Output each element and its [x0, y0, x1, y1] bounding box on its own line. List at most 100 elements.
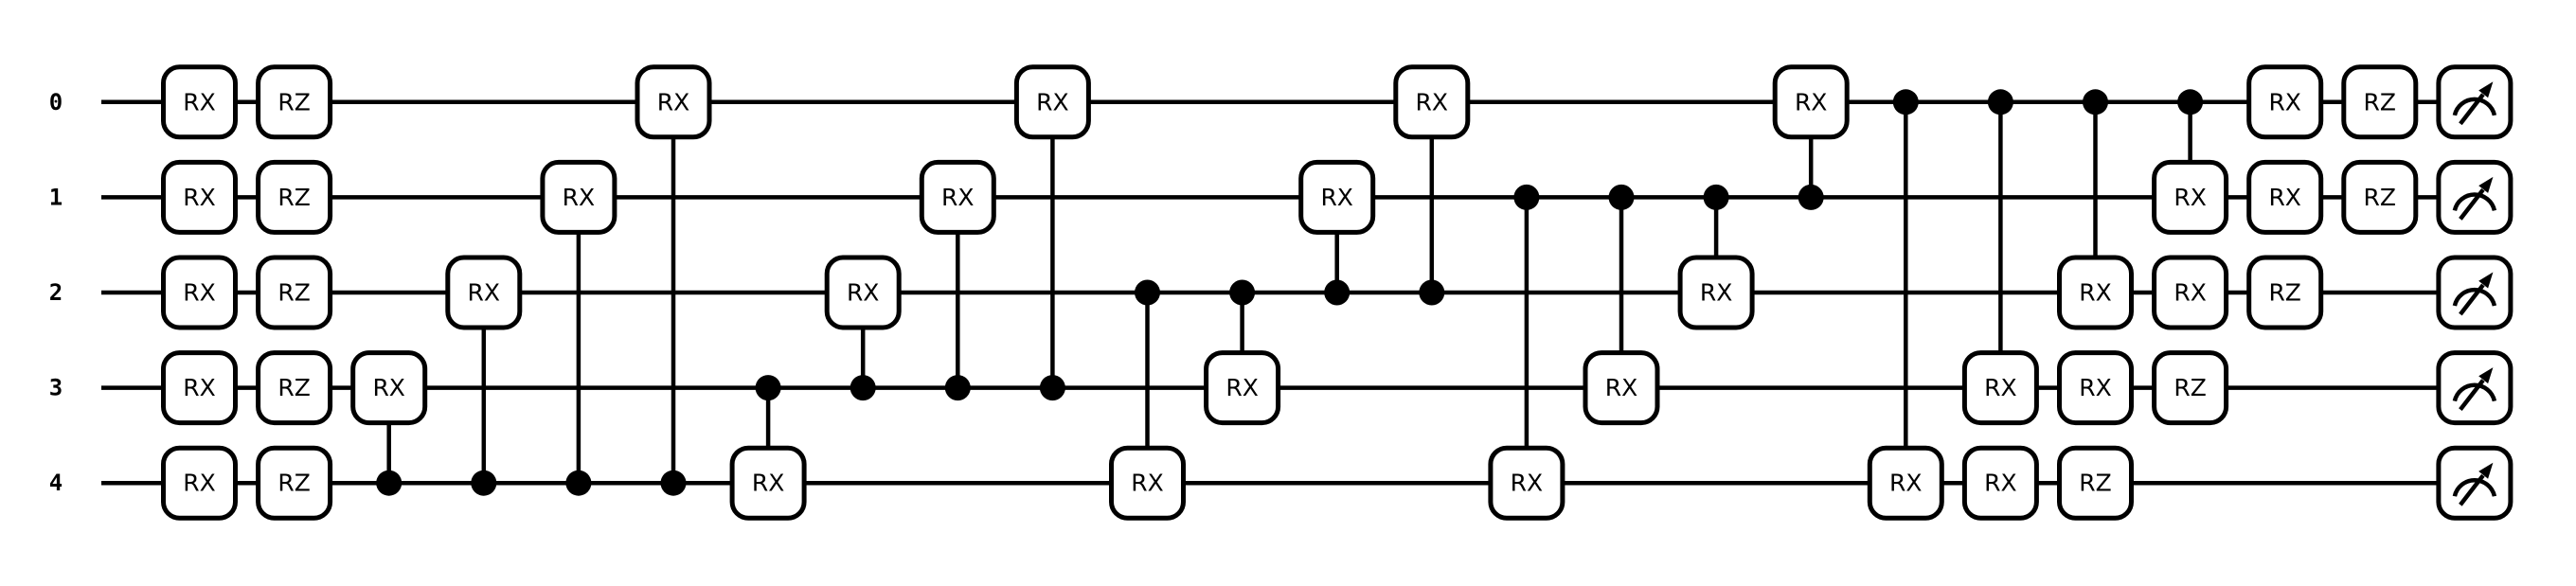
control-dot-icon — [1324, 279, 1351, 306]
rx-gate-label: RX — [1131, 470, 1164, 497]
rx-gate-box — [161, 64, 238, 140]
measure-needle-arrowhead-icon — [2478, 462, 2494, 479]
rz-gate: RZ — [256, 445, 333, 521]
rx-gate-label: RX — [1795, 88, 1828, 115]
rx-gate: RX — [1961, 350, 2039, 426]
rx-gate-label: RX — [1700, 279, 1733, 307]
wire-label-4: 4 — [49, 470, 63, 496]
rx-gate-label: RX — [2079, 279, 2112, 307]
rz-gate-label: RZ — [2364, 88, 2397, 115]
measure-needle-arrowhead-icon — [2478, 176, 2494, 193]
rx-gate: RX — [1013, 64, 1091, 140]
measure-gate — [2436, 64, 2513, 140]
rz-gate-label: RZ — [2364, 184, 2397, 211]
rx-gate-label: RX — [1416, 88, 1449, 115]
rz-gate: RZ — [2057, 445, 2134, 521]
rx-gate: RX — [1867, 445, 1944, 521]
control-dot-icon — [660, 470, 687, 496]
rx-gate-box — [919, 159, 996, 235]
rx-gate-label: RX — [657, 88, 690, 115]
rx-gate-label: RX — [1984, 470, 2017, 497]
rx-gate: RX — [2246, 64, 2324, 140]
measure-needle-arrowhead-icon — [2478, 367, 2494, 384]
rx-gate-box — [2152, 255, 2229, 330]
rz-gate-label: RZ — [2174, 374, 2207, 401]
rx-gate-label: RX — [468, 279, 501, 307]
rz-gate-label: RZ — [277, 88, 311, 115]
rx-gate-label: RX — [2079, 374, 2112, 401]
rz-gate-box — [2246, 255, 2324, 330]
rx-gate: RX — [2246, 159, 2324, 235]
rx-gate-label: RX — [372, 374, 405, 401]
control-dot-icon — [1798, 184, 1824, 210]
rx-gate-box — [445, 255, 523, 330]
rx-gate-box — [2246, 64, 2324, 140]
rz-gate-label: RZ — [277, 470, 311, 497]
rx-gate-box — [2057, 255, 2134, 330]
rx-gate: RX — [1772, 64, 1850, 140]
measure-arc — [2452, 192, 2497, 212]
measure-gate — [2436, 159, 2513, 235]
rx-gate: RX — [1109, 445, 1186, 521]
rx-gate-box — [1772, 64, 1850, 140]
rx-gate-box — [1961, 445, 2039, 521]
rx-gate-box — [1867, 445, 1944, 521]
measure-gate — [2436, 350, 2513, 426]
rx-gate-label: RX — [752, 470, 785, 497]
rz-gate-box — [256, 445, 333, 521]
measure-arc — [2452, 97, 2497, 116]
rx-gate-box — [824, 255, 902, 330]
rx-gate: RX — [2152, 159, 2229, 235]
control-dot-icon — [1892, 89, 1919, 115]
control-dot-icon — [1513, 184, 1540, 210]
rz-gate-label: RZ — [277, 279, 311, 307]
control-dot-icon — [755, 375, 781, 401]
rx-gate-label: RX — [183, 184, 216, 211]
control-dot-icon — [2083, 89, 2108, 115]
control-dot-icon — [1419, 279, 1445, 306]
control-dot-icon — [2177, 89, 2204, 115]
rz-gate: RZ — [2341, 64, 2419, 140]
control-dot-icon — [1039, 375, 1065, 401]
rx-gate-label: RX — [183, 374, 216, 401]
rx-gate: RX — [2057, 350, 2134, 426]
rx-gate-box — [2246, 159, 2324, 235]
control-dot-icon — [850, 375, 876, 401]
control-dot-icon — [1229, 279, 1256, 306]
rx-gate-box — [1583, 350, 1660, 426]
rx-gate-label: RX — [183, 279, 216, 307]
measure-needle — [2459, 188, 2485, 221]
rz-gate-box — [2057, 445, 2134, 521]
rx-gate-box — [1204, 350, 1281, 426]
measure-needle-arrowhead-icon — [2478, 272, 2494, 289]
rx-gate-label: RX — [563, 184, 596, 211]
rx-gate: RX — [1583, 350, 1660, 426]
rz-gate-label: RZ — [277, 184, 311, 211]
rz-gate-box — [2341, 159, 2419, 235]
rx-gate: RX — [1393, 64, 1471, 140]
rz-gate-box — [2152, 350, 2229, 426]
rx-gate-box — [635, 64, 712, 140]
rx-gate: RX — [2152, 255, 2229, 330]
rx-gate-box — [1393, 64, 1471, 140]
rx-gate-box — [161, 445, 238, 521]
wire-label-1: 1 — [49, 184, 63, 210]
rx-gate-label: RX — [2268, 88, 2301, 115]
rx-gate-label: RX — [1511, 470, 1544, 497]
rx-gate-label: RX — [1984, 374, 2017, 401]
rz-gate-box — [2341, 64, 2419, 140]
rx-gate: RX — [161, 159, 238, 235]
rz-gate-box — [256, 255, 333, 330]
rx-gate-box — [2152, 159, 2229, 235]
wire-label-3: 3 — [49, 375, 63, 401]
rx-gate-box — [2057, 350, 2134, 426]
rz-gate-box — [256, 159, 333, 235]
rx-gate-label: RX — [1605, 374, 1638, 401]
rx-gate: RX — [1298, 159, 1376, 235]
measure-needle — [2459, 379, 2485, 411]
control-dot-icon — [471, 470, 497, 496]
rx-gate-box — [1013, 64, 1091, 140]
rx-gate: RX — [161, 255, 238, 330]
